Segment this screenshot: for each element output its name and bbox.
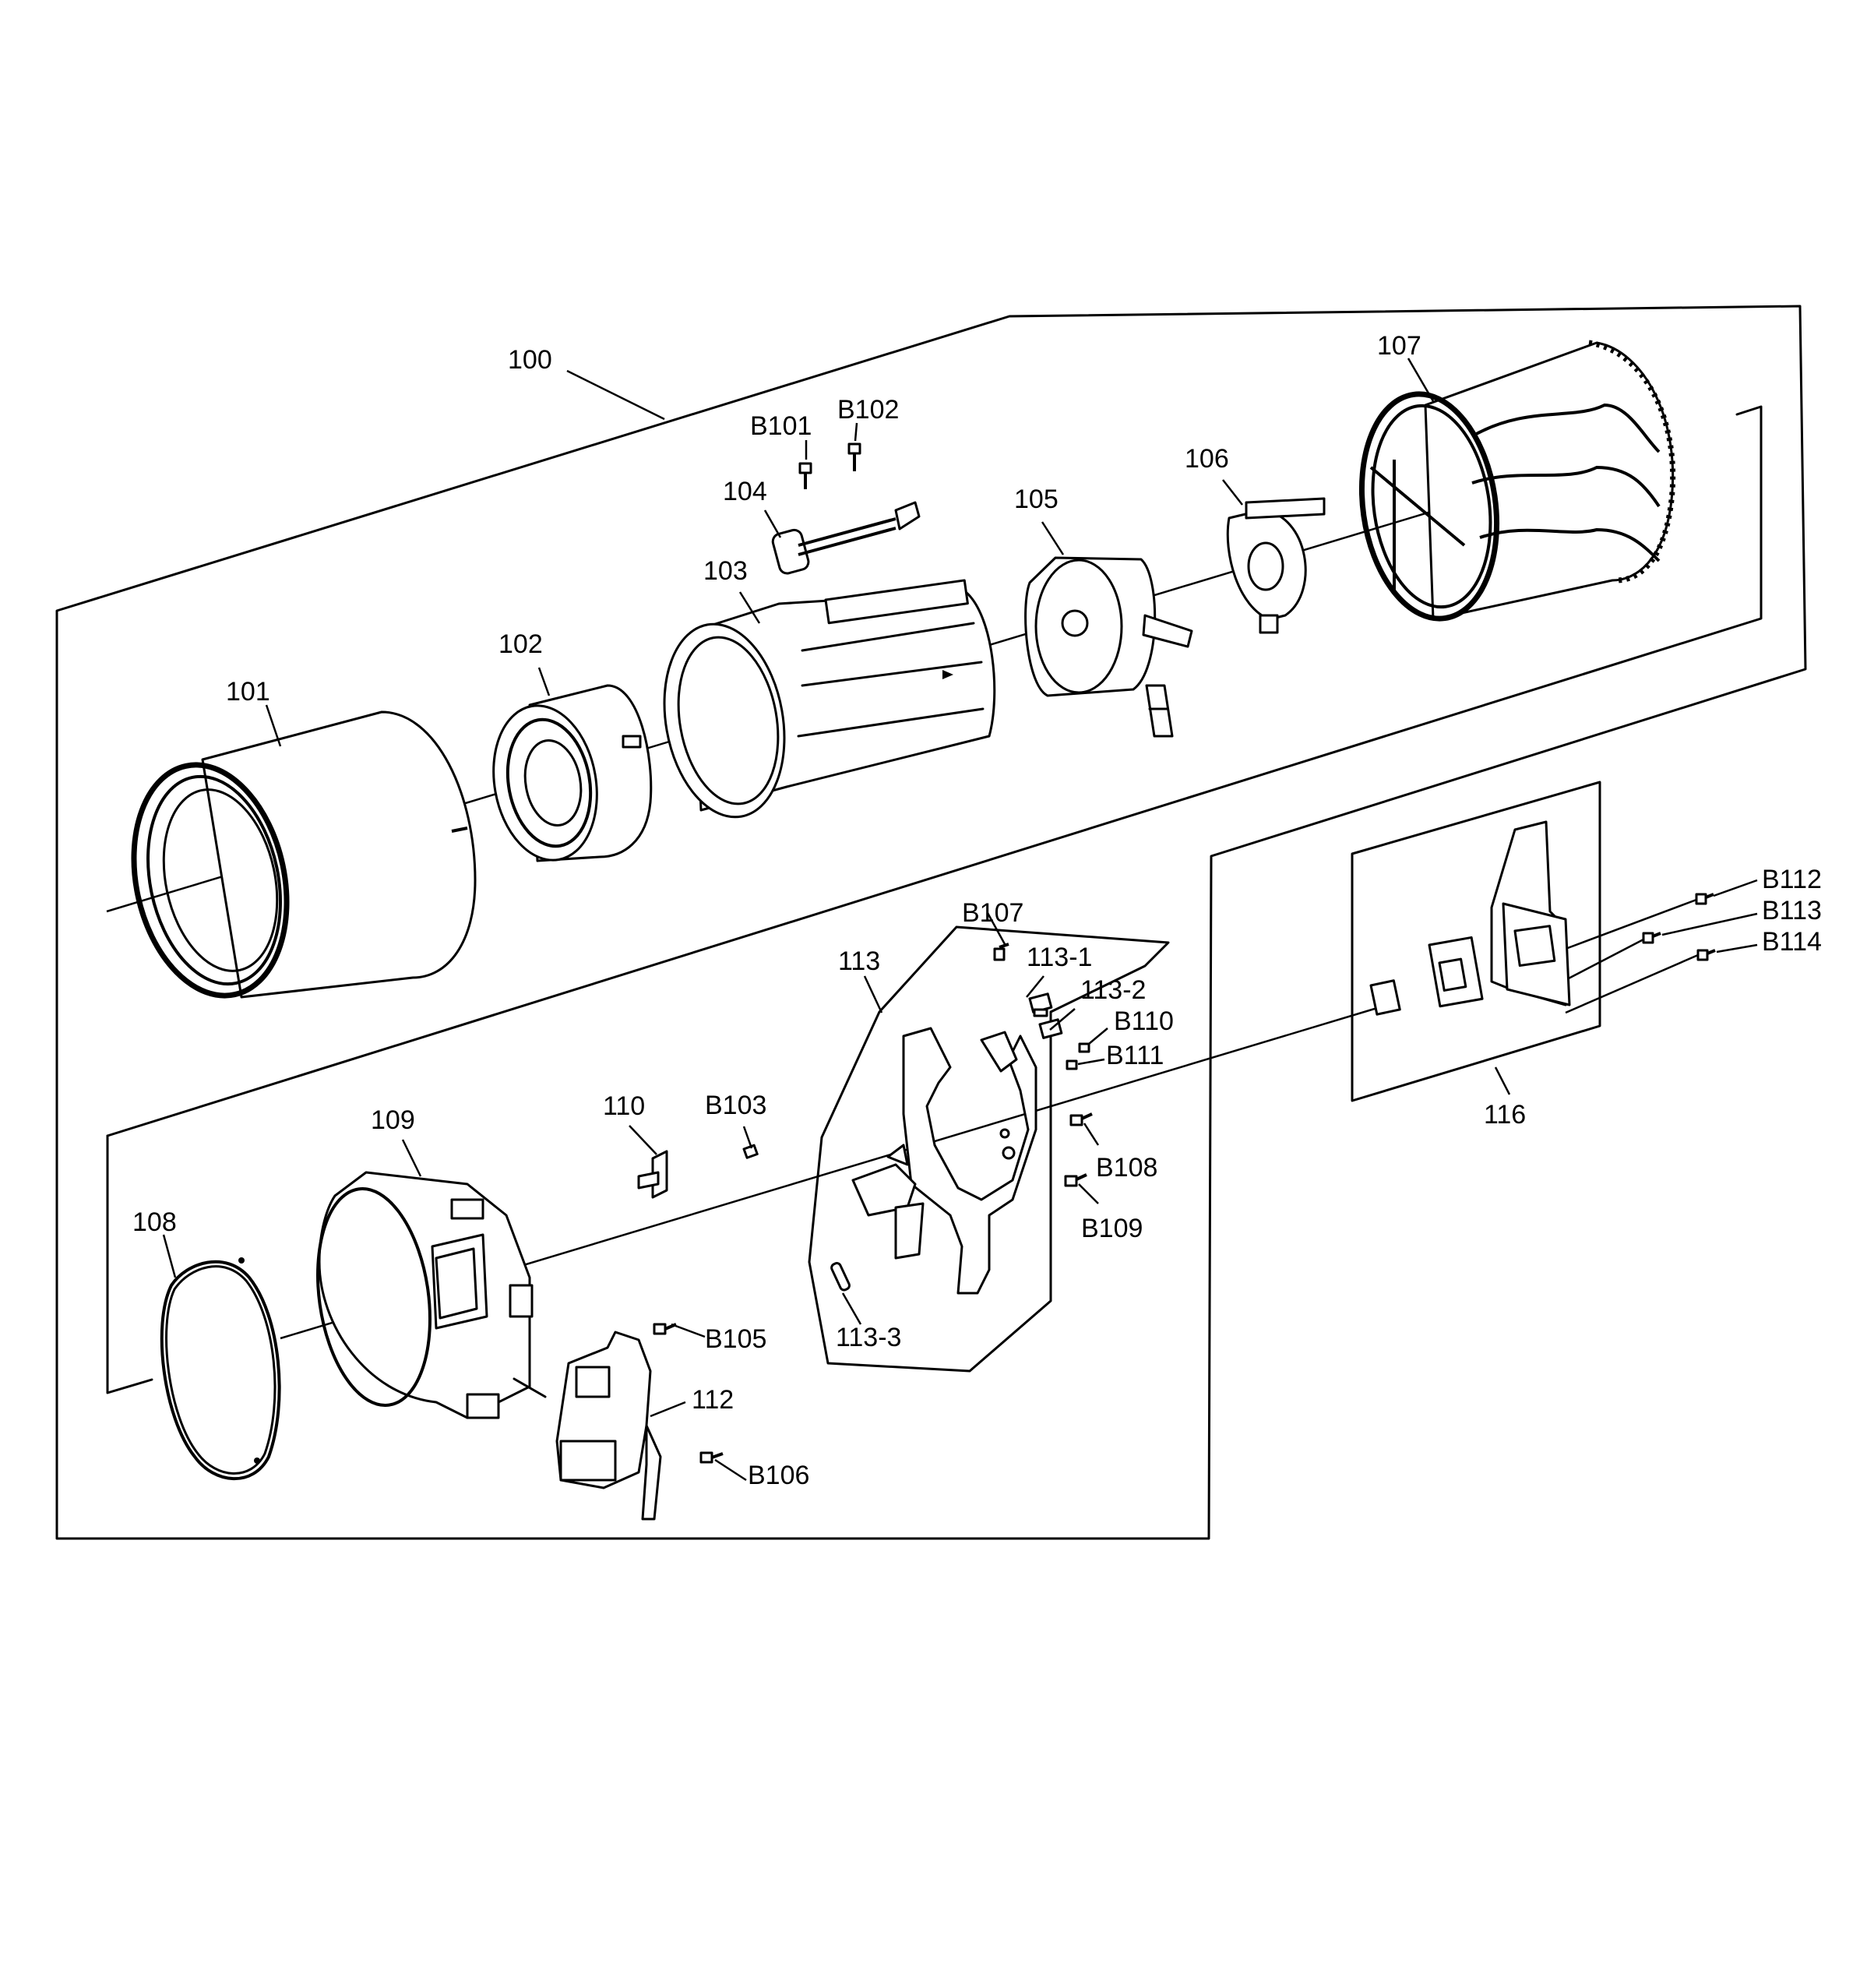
part-107-rear-cam-ring xyxy=(1358,340,1676,622)
label-110: 110 xyxy=(603,1091,645,1121)
label-b105: B105 xyxy=(705,1324,766,1354)
label-b103: B103 xyxy=(705,1091,766,1120)
part-116-sensor-assembly xyxy=(1369,820,1571,1016)
label-b112: B112 xyxy=(1762,865,1822,894)
label-105: 105 xyxy=(1014,485,1059,514)
label-113-3: 113-3 xyxy=(836,1323,901,1352)
assembly-116-outline xyxy=(1351,781,1601,1102)
label-112: 112 xyxy=(692,1385,734,1415)
label-b109: B109 xyxy=(1081,1214,1143,1243)
screw-b102 xyxy=(847,442,861,471)
part-105-shutter-unit xyxy=(1024,556,1193,738)
label-113: 113 xyxy=(838,946,880,976)
label-103: 103 xyxy=(703,556,748,586)
screw-axis-b114 xyxy=(1565,953,1699,1014)
part-104-actuator xyxy=(771,501,921,575)
part-103-cam-barrel xyxy=(663,579,996,819)
part-113-flex-board xyxy=(851,1027,1037,1295)
leader-lines xyxy=(162,358,1758,1482)
label-104: 104 xyxy=(723,477,767,506)
label-b108: B108 xyxy=(1096,1153,1157,1183)
label-100: 100 xyxy=(508,345,552,375)
part-113-3-pad xyxy=(830,1262,851,1292)
screw-axis-b113 xyxy=(1565,938,1644,982)
screw-b110 xyxy=(1078,1042,1090,1053)
label-102: 102 xyxy=(498,629,543,659)
assembly-100-outline xyxy=(55,305,1807,1540)
part-109-lens-mount xyxy=(315,1171,534,1419)
barrel-101-body xyxy=(201,710,477,999)
screw-b114 xyxy=(1696,949,1716,961)
part-106-iris-plate xyxy=(1226,497,1326,634)
label-b102: B102 xyxy=(837,395,899,425)
part-113-1-contact xyxy=(1028,992,1053,1017)
part-101-front-barrel xyxy=(131,710,477,999)
label-113-1: 113-1 xyxy=(1027,943,1092,972)
label-b114: B114 xyxy=(1762,927,1822,957)
screw-b113 xyxy=(1642,932,1661,944)
label-101: 101 xyxy=(226,677,270,707)
part-108-rubber-ring xyxy=(160,1257,281,1481)
part-102-lens-group xyxy=(492,684,653,862)
screw-b112 xyxy=(1695,893,1714,905)
screw-b101 xyxy=(798,462,812,489)
screw-axis-b112 xyxy=(1565,898,1697,950)
screw-b108 xyxy=(1069,1112,1093,1126)
screw-b103 xyxy=(742,1144,759,1159)
part-112-motor-assembly xyxy=(513,1331,662,1521)
assembly-100-inner-left-edge xyxy=(106,1134,153,1394)
label-107: 107 xyxy=(1377,331,1421,361)
label-b111: B111 xyxy=(1106,1041,1164,1070)
screw-b106 xyxy=(699,1451,724,1464)
callout-labels: 100 101 102 103 104 105 106 107 108 109 … xyxy=(132,331,1822,1490)
label-116: 116 xyxy=(1484,1100,1526,1130)
screws xyxy=(653,442,1716,1464)
assembly-100-inner-outline xyxy=(106,405,1763,1137)
label-109: 109 xyxy=(371,1105,415,1135)
part-110-bracket xyxy=(637,1150,668,1199)
assembly-113-outline xyxy=(808,925,1170,1373)
label-106: 106 xyxy=(1185,444,1229,474)
label-b110: B110 xyxy=(1114,1006,1174,1036)
label-b101: B101 xyxy=(750,411,812,441)
screw-b111 xyxy=(1066,1059,1078,1070)
assembly-outlines xyxy=(55,305,1807,1540)
label-b106: B106 xyxy=(748,1461,809,1490)
label-108: 108 xyxy=(132,1207,177,1237)
label-113-2: 113-2 xyxy=(1080,975,1146,1005)
label-b113: B113 xyxy=(1762,896,1822,925)
screw-b107 xyxy=(993,943,1009,961)
label-b107: B107 xyxy=(962,898,1023,928)
screw-b109 xyxy=(1064,1173,1087,1187)
